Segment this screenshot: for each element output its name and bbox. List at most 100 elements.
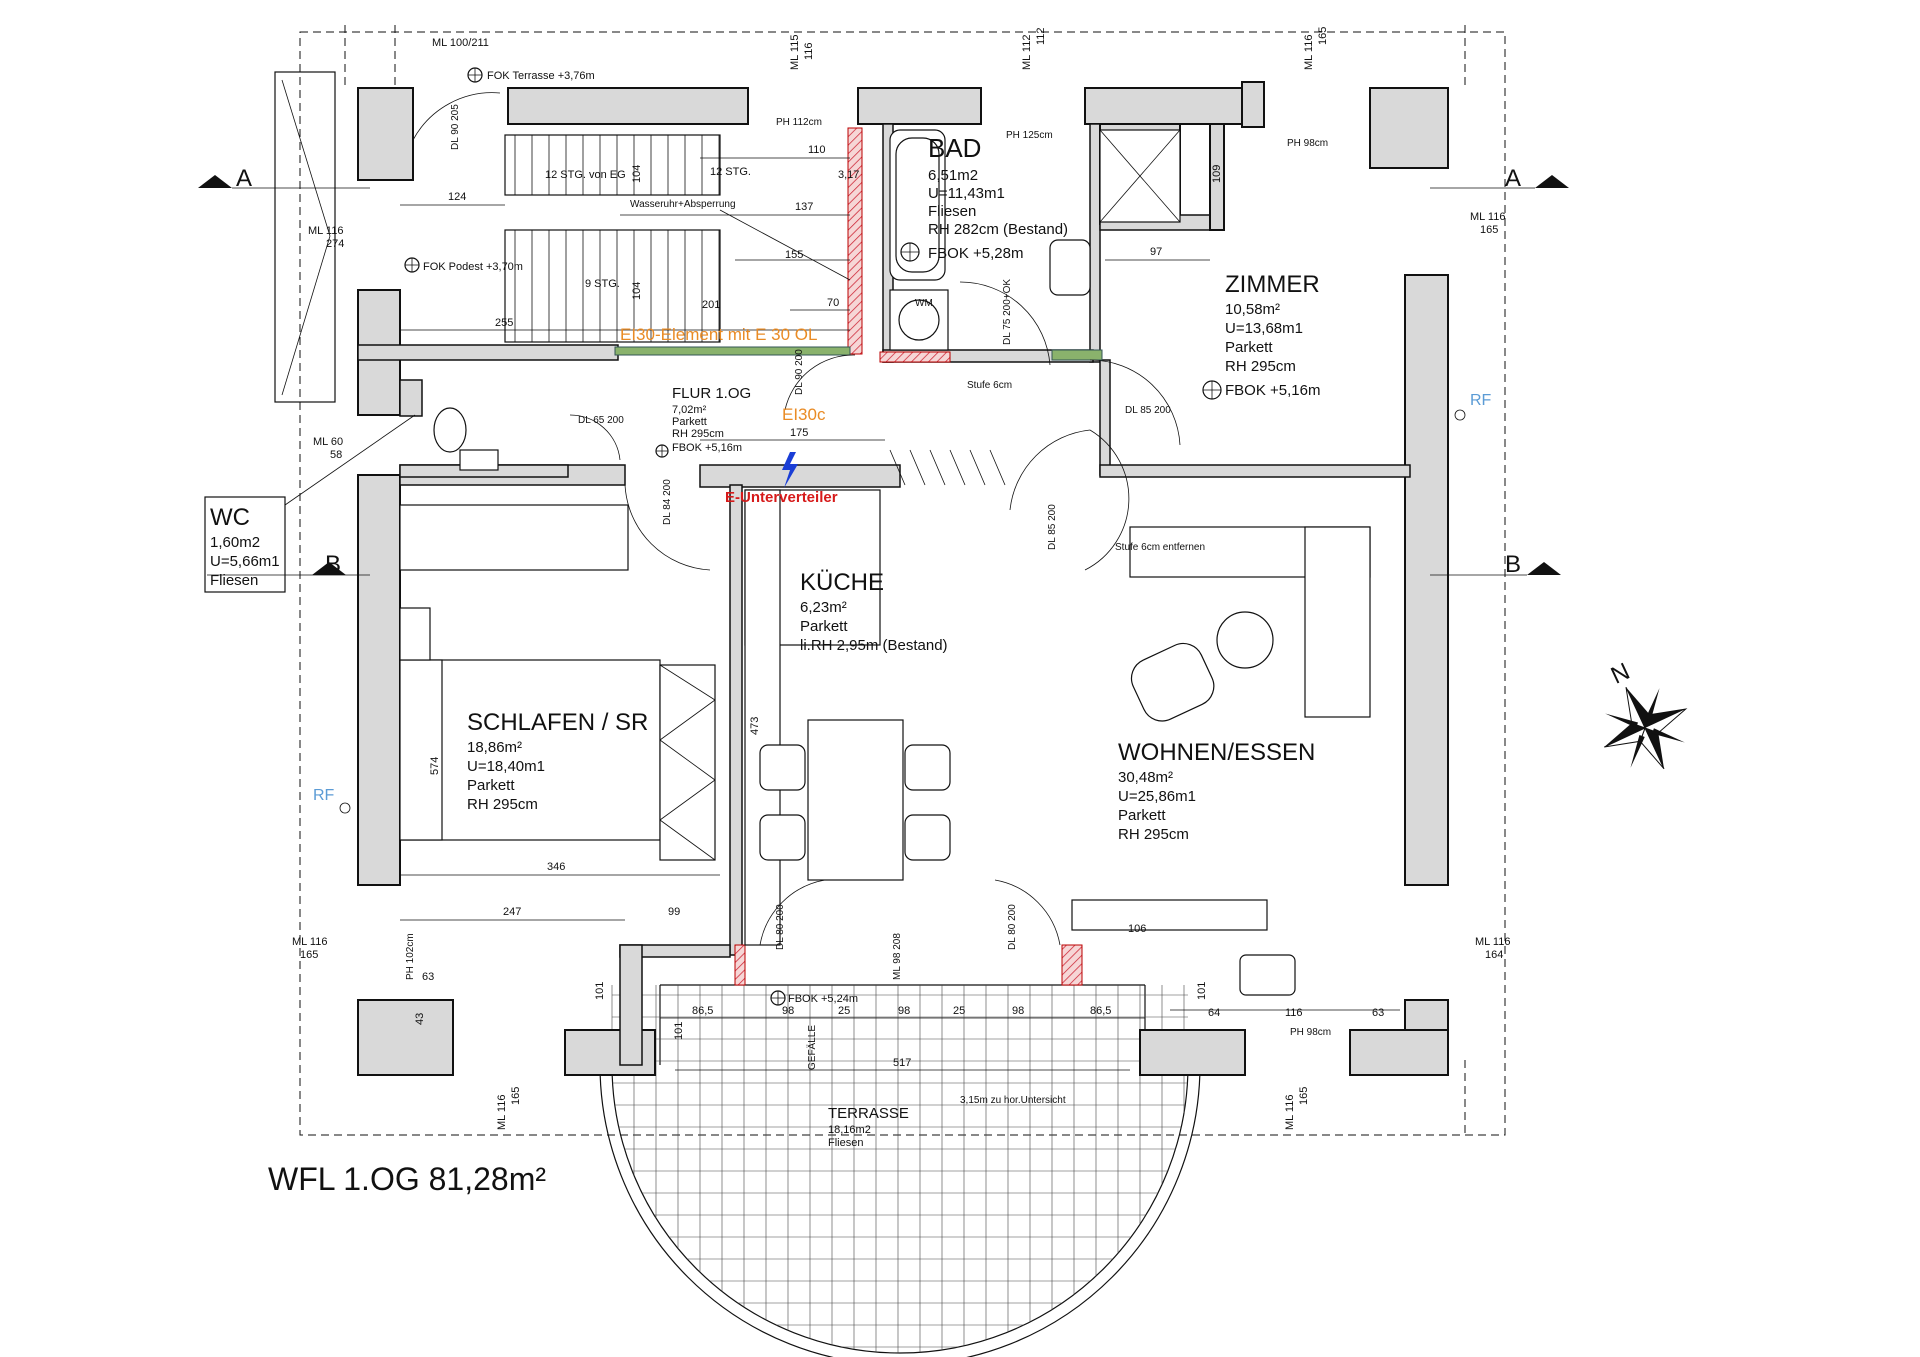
ei30-element-label: EI30-Element mit E 30 OL bbox=[620, 325, 817, 344]
section-b-right-marker bbox=[1527, 562, 1561, 575]
ph125: PH 125cm bbox=[1006, 130, 1053, 141]
wc-fixtures bbox=[433, 407, 499, 471]
wardrobe bbox=[889, 449, 1006, 486]
dim-247: 247 bbox=[503, 906, 521, 918]
wc-label-box bbox=[204, 496, 286, 593]
flur-line-3: RH 295cm bbox=[672, 428, 724, 440]
door-labels: DL 90 205 DL 75 200+OK DL 90 200 DL 85 2… bbox=[450, 104, 1171, 980]
fok-terrasse: FOK Terrasse +3,76m bbox=[487, 70, 595, 82]
section-b-left-marker bbox=[312, 562, 346, 575]
wm-label: WM bbox=[915, 298, 933, 309]
dim-137: 137 bbox=[795, 201, 813, 213]
section-a-left: A bbox=[236, 165, 252, 192]
wohnen-line-4: RH 295cm bbox=[1118, 826, 1189, 843]
wohnen-line-1: 30,48m² bbox=[1118, 769, 1173, 786]
win-ml116b-bottom-left: 165 bbox=[510, 1087, 522, 1105]
schlafen-line-1: 18,86m² bbox=[467, 739, 522, 756]
dim-109: 109 bbox=[1211, 165, 1223, 183]
terrasse-line-2: Fliesen bbox=[828, 1137, 863, 1149]
window-labels: ML 100/211 ML 115 116 ML 112 112 ML 116 … bbox=[292, 27, 1510, 1130]
dim-98a: 98 bbox=[782, 1005, 794, 1017]
dim-25b: 25 bbox=[953, 1005, 965, 1017]
rf-left: RF bbox=[313, 787, 335, 804]
dim-517: 517 bbox=[893, 1057, 911, 1069]
stufe-entfernen: Stufe 6cm entfernen bbox=[1115, 542, 1205, 553]
bad-line-2: U=11,43m1 bbox=[928, 185, 1005, 202]
kueche-title: KÜCHE bbox=[800, 569, 884, 596]
dim-175: 175 bbox=[790, 427, 808, 439]
wohnen-title: WOHNEN/ESSEN bbox=[1118, 739, 1315, 766]
dim-86-5b: 86,5 bbox=[1090, 1005, 1111, 1017]
win-ml60: ML 60 bbox=[313, 436, 343, 448]
dim-255: 255 bbox=[495, 317, 513, 329]
ph112: PH 112cm bbox=[776, 117, 822, 128]
zimmer-line-3: Parkett bbox=[1225, 339, 1273, 356]
dim-98c: 98 bbox=[1012, 1005, 1024, 1017]
dim-86-5a: 86,5 bbox=[692, 1005, 713, 1017]
door-dl80a: DL 80 200 bbox=[775, 904, 786, 950]
kueche-line-1: 6,23m² bbox=[800, 599, 847, 616]
dim-101b: 101 bbox=[673, 1022, 685, 1040]
win-ml112: ML 112 bbox=[1021, 35, 1033, 70]
wc-line-3: Fliesen bbox=[210, 572, 258, 589]
annotations: EI30-Element mit E 30 OL EI30c E-Unterve… bbox=[268, 70, 1492, 1197]
terrasse-line-1: 18,16m2 bbox=[828, 1124, 871, 1136]
dim-43: 43 bbox=[414, 1013, 426, 1025]
door-dl90-200: DL 90 200 bbox=[794, 349, 805, 395]
dim-101a: 101 bbox=[594, 982, 606, 1000]
zimmer-line-1: 10,58m² bbox=[1225, 301, 1280, 318]
kueche-line-3: li.RH 2,95m (Bestand) bbox=[800, 637, 948, 654]
win-ml116b-left: 274 bbox=[326, 238, 344, 250]
terrace-area bbox=[599, 984, 1201, 1357]
win-ml60b: 58 bbox=[330, 449, 342, 461]
flur-line-2: Parkett bbox=[672, 416, 707, 428]
win-ml115b: 116 bbox=[803, 42, 815, 60]
kueche-line-2: Parkett bbox=[800, 618, 848, 635]
win-ml116-top: ML 116 bbox=[1303, 35, 1315, 70]
dim-25a: 25 bbox=[838, 1005, 850, 1017]
dim-99: 99 bbox=[668, 906, 680, 918]
room-labels: BAD 6,51m2 U=11,43m1 Fliesen RH 282cm (B… bbox=[210, 133, 1320, 1149]
left-balcony bbox=[274, 71, 336, 403]
zimmer-title: ZIMMER bbox=[1225, 271, 1320, 298]
door-dl65: DL 65 200 bbox=[578, 415, 624, 426]
win-ml116-left: ML 116 bbox=[308, 225, 343, 237]
door-ml98: ML 98 208 bbox=[892, 933, 903, 980]
gefaelle: GEFÄLLE bbox=[806, 1025, 818, 1070]
section-a-right: A bbox=[1505, 165, 1521, 192]
win-ml116-right-bottom: ML 116 bbox=[1475, 936, 1510, 948]
section-b-left: B bbox=[325, 551, 341, 578]
wohnen-line-2: U=25,86m1 bbox=[1118, 788, 1196, 805]
win-ml116-left-bottom: ML 116 bbox=[292, 936, 327, 948]
dim-116: 116 bbox=[1285, 1007, 1303, 1019]
schlafen-line-3: Parkett bbox=[467, 777, 515, 794]
dim-104a: 104 bbox=[631, 165, 643, 183]
compass-icon: N bbox=[1604, 658, 1688, 770]
win-ml116-right: ML 116 bbox=[1470, 211, 1505, 223]
bathroom-fixtures bbox=[889, 129, 1181, 351]
bad-title: BAD bbox=[928, 133, 981, 163]
section-b-right: B bbox=[1505, 551, 1521, 578]
flur-line-4: FBOK +5,16m bbox=[672, 442, 742, 454]
win-ml100: ML 100/211 bbox=[432, 37, 489, 49]
dim-124: 124 bbox=[448, 191, 466, 203]
level-markers bbox=[339, 67, 1466, 1006]
section-labels: A A B B bbox=[236, 165, 1521, 578]
staircase bbox=[504, 134, 851, 343]
dim-155: 155 bbox=[785, 249, 803, 261]
dim-110: 110 bbox=[808, 144, 826, 156]
dim-317: 3,17 bbox=[838, 169, 859, 181]
schlafen-title: SCHLAFEN / SR bbox=[467, 709, 648, 736]
dim-574: 574 bbox=[429, 757, 441, 775]
dim-70: 70 bbox=[827, 297, 839, 309]
door-dl90-205: DL 90 205 bbox=[450, 104, 461, 150]
dimension-lines bbox=[400, 157, 1400, 1071]
win-ml116-bottom-right: ML 116 bbox=[1284, 1095, 1296, 1130]
terrasse-title: TERRASSE bbox=[828, 1105, 909, 1122]
fok-podest: FOK Podest +3,70m bbox=[423, 261, 523, 273]
dim-346: 346 bbox=[547, 861, 565, 873]
site-boundary bbox=[299, 25, 1506, 1136]
win-ml116b-top: 165 bbox=[1317, 27, 1329, 45]
win-ml116b-right-bottom: 164 bbox=[1485, 949, 1503, 961]
stufe: Stufe 6cm bbox=[967, 380, 1012, 391]
